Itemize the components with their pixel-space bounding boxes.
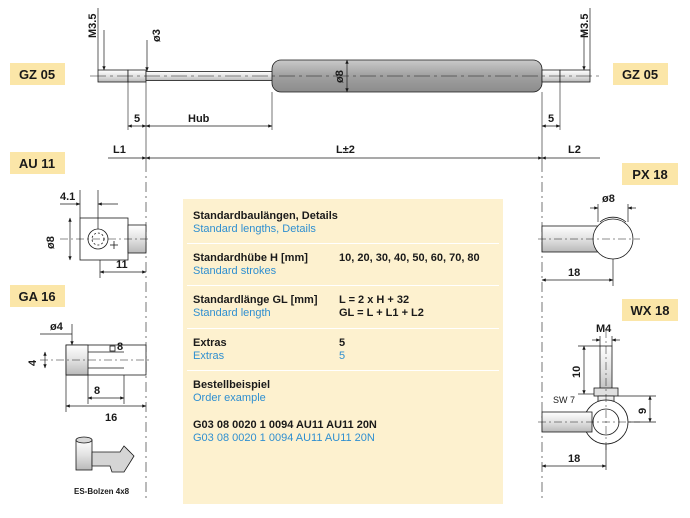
ga16-dims	[40, 324, 147, 412]
wx18-dims	[541, 336, 656, 470]
es-bolzen-part	[75, 436, 135, 473]
ga16-slot-label: 8	[117, 341, 123, 353]
ga16-dia-label: ø4	[50, 321, 64, 333]
order-en: Order example	[193, 392, 266, 404]
details-block: Standardbaulängen, Details Standard leng…	[193, 210, 497, 236]
badge-wx18-text: WX 18	[630, 303, 669, 318]
extras-value-en: 5	[339, 350, 346, 362]
badge-gz05-left: GZ 05	[10, 63, 65, 85]
dim-m35-right-label: M3.5	[579, 14, 591, 38]
separator	[187, 370, 499, 372]
dim-end-right-label: 5	[548, 113, 554, 125]
badge-gz05-right: GZ 05	[613, 63, 668, 85]
badge-gz05-left-text: GZ 05	[19, 67, 55, 82]
separator	[187, 243, 499, 245]
dim-l1-label: L1	[113, 144, 126, 156]
es-bolzen-caption: ES-Bolzen 4x8	[74, 487, 130, 496]
badge-ga16: GA 16	[10, 285, 65, 307]
wx18-thread-label: M4	[596, 323, 612, 335]
separator	[187, 285, 499, 287]
length-en: Standard length	[193, 307, 271, 319]
wx18-length-label: 18	[568, 453, 580, 465]
wx18-wrench-label: SW 7	[553, 395, 575, 405]
px18-dia-label: ø8	[602, 193, 615, 205]
px18-dims	[541, 204, 636, 286]
dim-l2-label: L2	[568, 144, 581, 156]
badge-px18: PX 18	[622, 163, 678, 185]
wx18-centerlines	[538, 330, 640, 452]
dim-ltol-label: L±2	[336, 144, 355, 156]
px18-fitting	[541, 216, 634, 260]
ga16-inner-label: 8	[94, 385, 100, 397]
ga16-length-label: 16	[105, 412, 117, 424]
dim-m35-left-label: M3.5	[87, 14, 99, 38]
dim-m35-left	[97, 8, 106, 71]
length-formula-1: L = 2 x H + 32	[339, 294, 410, 306]
extras-de: Extras	[193, 337, 227, 349]
badge-wx18: WX 18	[622, 299, 678, 321]
badge-ga16-text: GA 16	[18, 289, 55, 304]
ga16-height-label: 4	[27, 359, 39, 366]
dim-m35-right	[582, 8, 591, 71]
separator	[187, 328, 499, 330]
strokes-en: Standard strokes	[193, 265, 277, 277]
order-code-en: G03 08 0020 1 0094 AU11 AU11 20N	[193, 432, 375, 444]
reference-lines	[145, 162, 543, 500]
order-block: Bestellbeispiel Order example G03 08 002…	[193, 379, 497, 445]
px18-length-label: 18	[568, 267, 580, 279]
length-de: Standardlänge GL [mm]	[193, 294, 318, 306]
extras-block: Extras 5 Extras 5	[193, 337, 497, 363]
badge-px18-text: PX 18	[632, 167, 667, 182]
badge-au11-text: AU 11	[19, 156, 55, 171]
details-en: Standard lengths, Details	[193, 223, 316, 235]
order-code-de: G03 08 0020 1 0094 AU11 AU11 20N	[193, 419, 377, 431]
wx18-ball-label: 9	[637, 408, 649, 414]
length-formula-2: GL = L + L1 + L2	[339, 307, 424, 319]
dim-body-dia-label: ø8	[334, 70, 346, 83]
strokes-block: Standardhübe H [mm] 10, 20, 30, 40, 50, …	[193, 252, 497, 278]
order-de: Bestellbeispiel	[193, 379, 271, 391]
strokes-value: 10, 20, 30, 40, 50, 60, 70, 80	[339, 252, 480, 264]
strokes-de: Standardhübe H [mm]	[193, 252, 308, 264]
badge-gz05-right-text: GZ 05	[622, 67, 658, 82]
details-de: Standardbaulängen, Details	[193, 210, 338, 222]
info-panel: Standardbaulängen, Details Standard leng…	[183, 199, 503, 504]
au11-width-label: 11	[116, 259, 128, 271]
au11-top-label: 4.1	[60, 191, 75, 203]
badge-au11: AU 11	[10, 152, 65, 174]
dim-hub-label: Hub	[188, 113, 210, 125]
dim-rod-dia-label: ø3	[151, 29, 163, 42]
length-block: Standardlänge GL [mm] L = 2 x H + 32 Sta…	[193, 294, 497, 320]
extras-en: Extras	[193, 350, 225, 362]
extras-value-de: 5	[339, 337, 346, 349]
wx18-height-label: 10	[571, 366, 583, 378]
au11-dims	[60, 190, 147, 278]
au11-dia-label: ø8	[45, 236, 57, 249]
dim-end-left-label: 5	[134, 113, 140, 125]
